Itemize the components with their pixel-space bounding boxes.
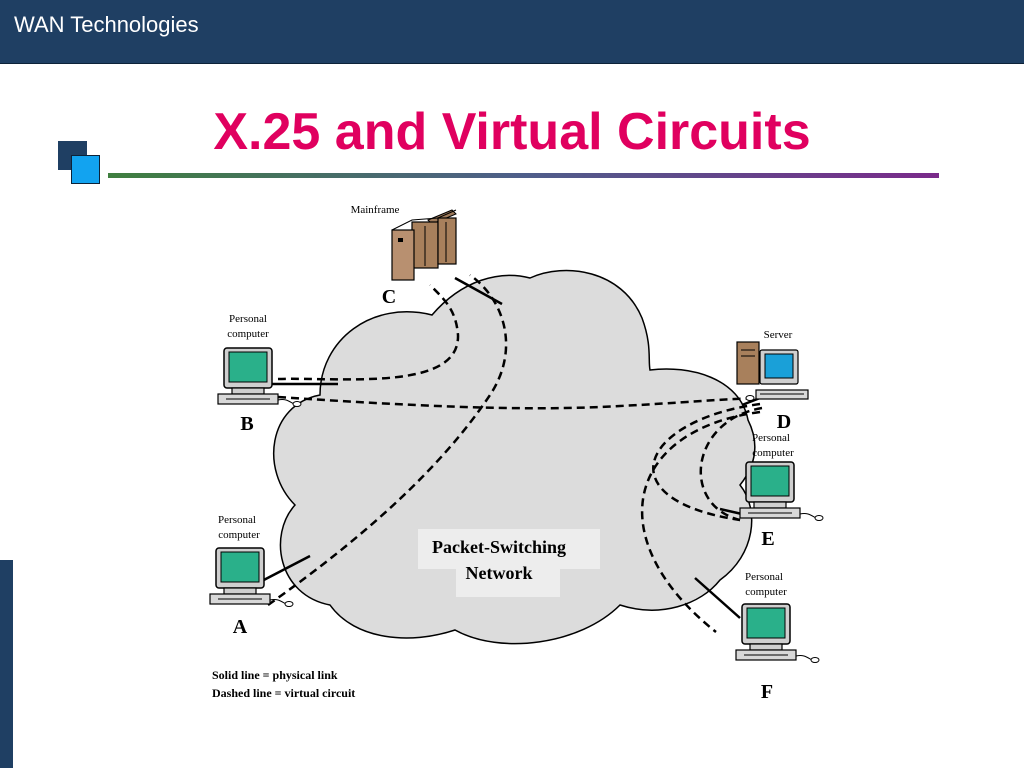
virtual-circuit-d-e [652,402,761,522]
slide-title: X.25 and Virtual Circuits [213,103,811,161]
pc-e-caption-line2: computer [752,447,794,459]
virtual-circuit-b-c [277,284,460,381]
personal-computer-icon-b [217,347,302,408]
server-icon [736,341,809,401]
server-caption: Server [764,329,793,341]
pc-b-caption-line1: Personal [229,313,267,325]
network-label-line1: Packet-Switching [432,537,566,557]
virtual-circuits [267,273,763,633]
virtual-circuit-a-c [267,273,508,607]
physical-links [257,276,761,619]
network-label-line2: Network [466,563,533,583]
physical-link-e [719,507,743,516]
node-label-d: D [777,411,791,433]
legend-solid-line: Solid line = physical link [212,668,338,682]
personal-computer-icon-e [739,461,824,522]
network-label-bg [418,529,600,569]
pc-b-caption-line2: computer [227,328,269,340]
node-label-a: A [233,616,248,638]
title-underline [108,173,939,178]
left-accent-bar [0,560,13,768]
mainframe-caption: Mainframe [351,204,400,216]
virtual-circuit-b-d [277,395,761,410]
network-label-bg-2 [456,569,560,597]
node-label-b: B [240,413,253,435]
node-label-f: F [761,681,773,703]
physical-link-a [257,554,311,585]
title-bullet-light-square [71,155,100,184]
pc-a-caption-line2: computer [218,529,260,541]
legend-dashed-line: Dashed line = virtual circuit [212,686,355,700]
virtual-circuit-d-f [640,410,761,633]
physical-link-f [694,577,741,619]
pc-f-caption-line2: computer [745,586,787,598]
node-label-c: C [382,286,396,308]
pc-a-caption-line1: Personal [218,514,256,526]
node-label-e: E [761,528,774,550]
pc-f-caption-line1: Personal [745,571,783,583]
pc-e-caption-line1: Personal [752,432,790,444]
personal-computer-icon-a [209,547,294,608]
personal-computer-icon-f [735,603,820,664]
mainframe-icon [391,209,457,281]
header-bar: WAN Technologies [0,0,1024,64]
header-title: WAN Technologies [14,12,199,37]
